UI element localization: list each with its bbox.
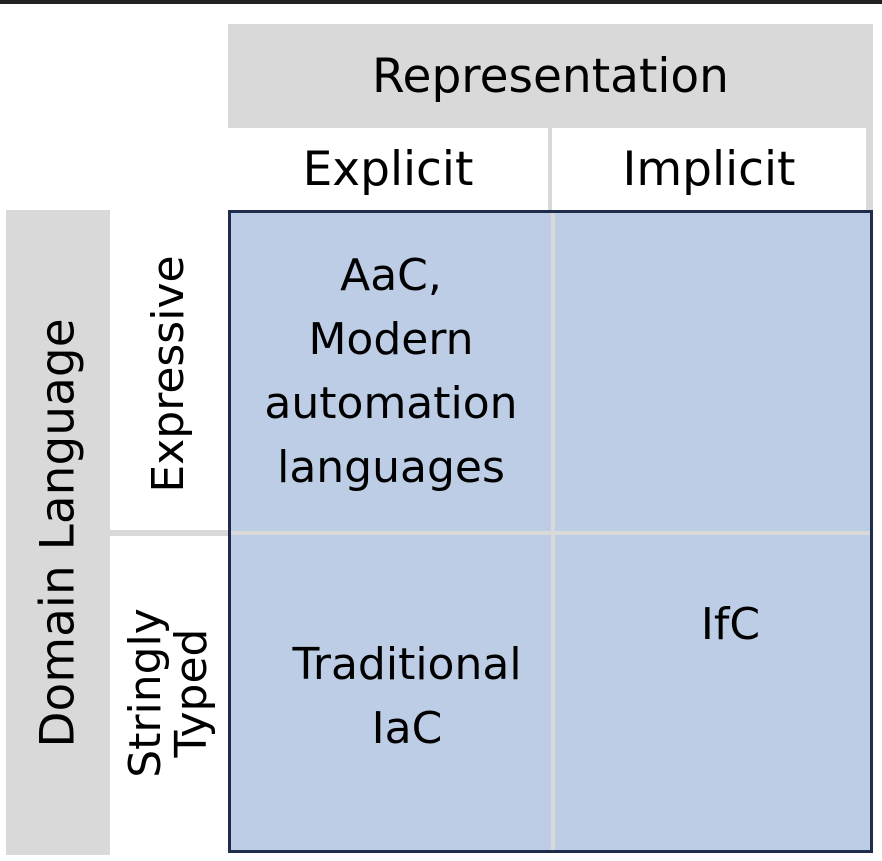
cell-stringly-implicit: IfC [555,535,870,850]
row-header-stringly-typed: Stringly Typed [110,536,228,849]
quadrant-grid: AaC, Modern automation languages Traditi… [228,210,873,853]
representation-header-label: Representation [372,48,729,104]
column-header-divider [548,128,552,210]
column-header-explicit-label: Explicit [302,141,474,197]
representation-header: Representation [228,24,873,128]
column-header-implicit: Implicit [552,128,866,210]
column-header-right-edge [866,128,873,210]
top-border [0,0,882,4]
column-header-explicit: Explicit [228,128,548,210]
row-header-expressive-label: Expressive [142,255,194,493]
cell-expressive-explicit-text: AaC, Modern automation languages [264,250,518,493]
cell-stringly-implicit-text: IfC [700,598,761,650]
domain-language-header: Domain Language [6,210,110,855]
column-header-implicit-label: Implicit [622,141,796,197]
cell-expressive-implicit [555,213,870,531]
cell-expressive-explicit: AaC, Modern automation languages [231,213,551,531]
domain-language-header-label: Domain Language [30,317,86,748]
row-header-stringly-typed-label: Stringly Typed [119,607,217,778]
cell-stringly-explicit: Traditional IaC [231,535,551,850]
grid-horizontal-divider [231,531,870,535]
cell-stringly-explicit-text: Traditional IaC [292,638,522,754]
row-header-expressive: Expressive [110,218,228,530]
row-header-divider [110,530,228,536]
